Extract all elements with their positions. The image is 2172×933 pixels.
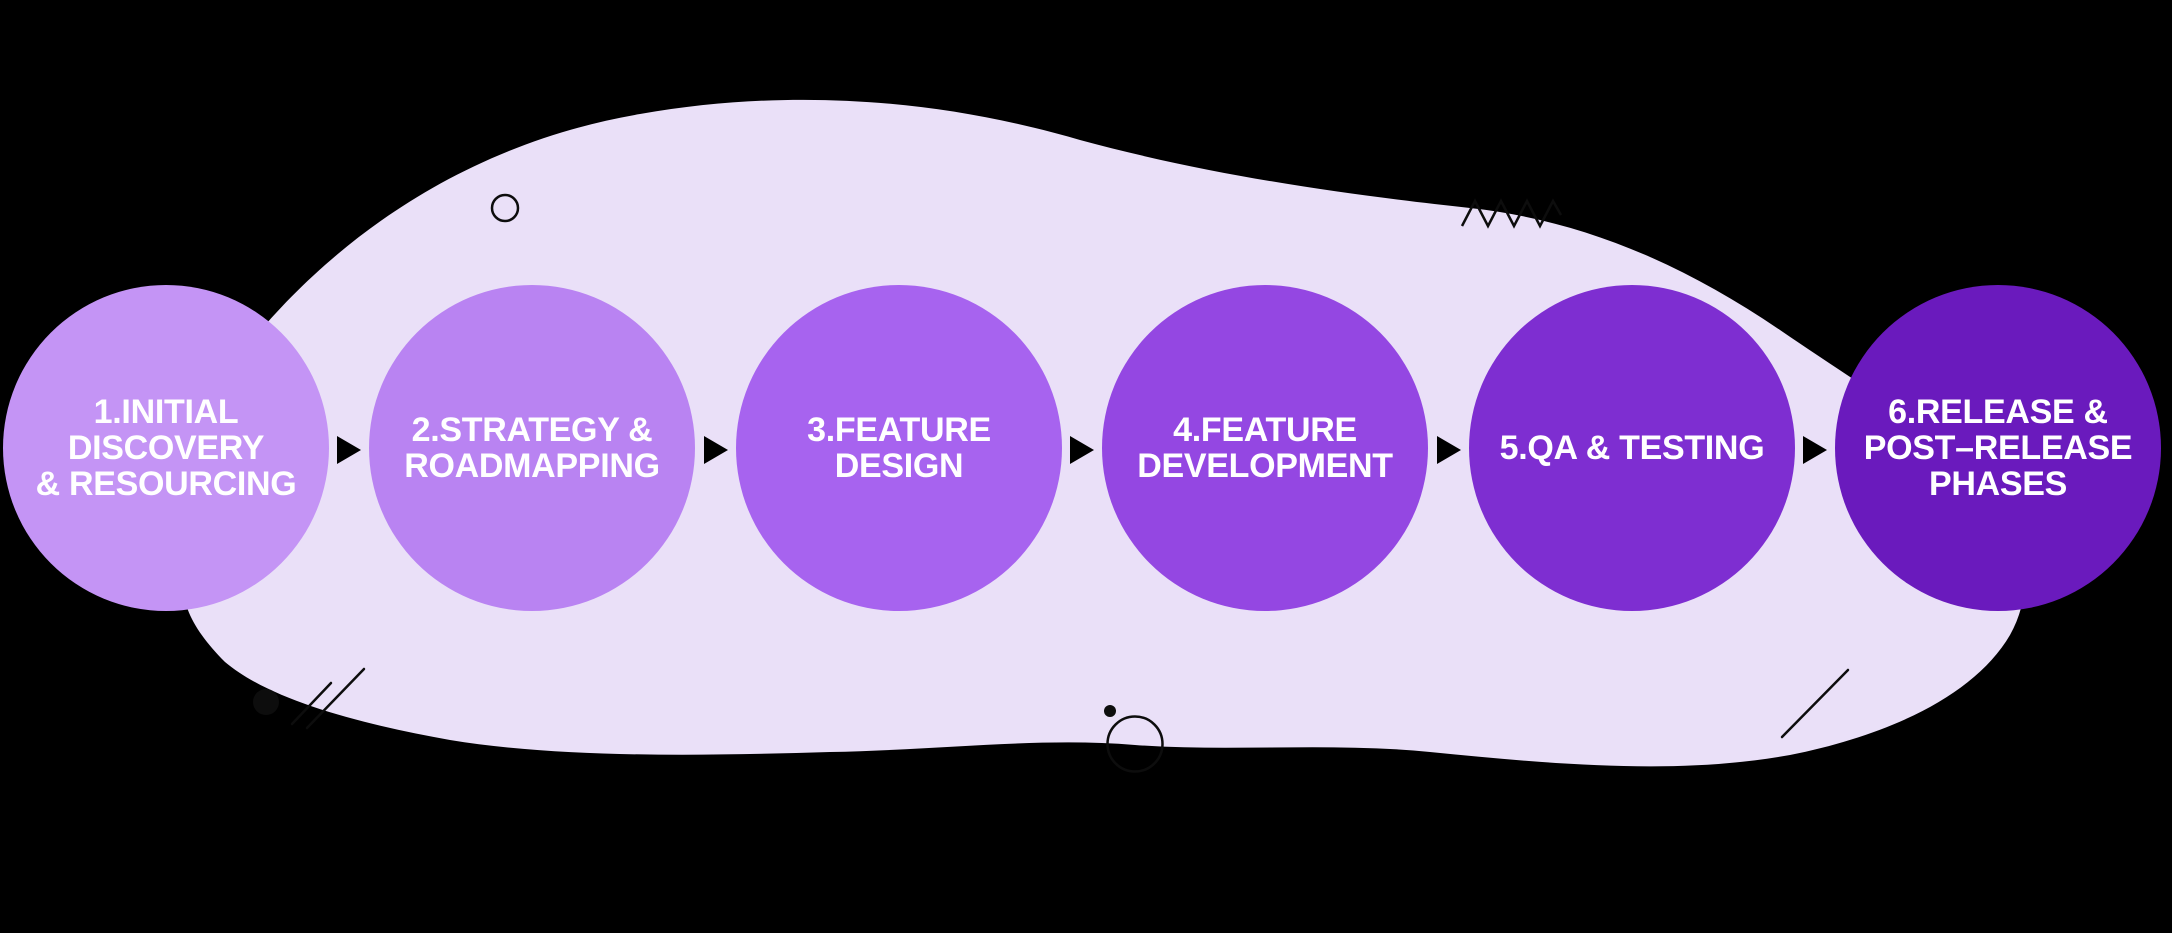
step-circle-1-initial-discovery: 1.INITIAL DISCOVERY & RESOURCING: [3, 285, 329, 611]
step-label-1: 1.INITIAL DISCOVERY & RESOURCING: [35, 393, 297, 503]
step-circle-2-strategy-roadmapping: 2.STRATEGY & ROADMAPPING: [369, 285, 695, 611]
doodle-circle-outline: [490, 193, 520, 223]
blob-background: [177, 99, 2025, 767]
doodle-half-circle-outline: [1106, 715, 1164, 773]
step-label-5: 5.QA & TESTING: [1499, 429, 1765, 467]
step-circle-5-qa-testing: 5.QA & TESTING: [1469, 285, 1795, 611]
doodle-double-slash: [290, 667, 366, 730]
step-label-4: 4.FEATURE DEVELOPMENT: [1137, 411, 1393, 485]
doodle-slash: [1780, 668, 1850, 739]
step-label-2: 2.STRATEGY & ROADMAPPING: [404, 411, 660, 485]
arrow-icon-1: [337, 436, 361, 464]
doodle-dot: [1104, 705, 1116, 717]
step-circle-6-release-post-release: 6.RELEASE & POST–RELEASE PHASES: [1835, 285, 2161, 611]
step-label-3: 3.FEATURE DESIGN: [807, 411, 991, 485]
doodle-bump: [253, 689, 279, 715]
doodle-zigzag: [1460, 198, 1563, 229]
arrow-icon-4: [1437, 436, 1461, 464]
step-circle-3-feature-design: 3.FEATURE DESIGN: [736, 285, 1062, 611]
arrow-icon-3: [1070, 436, 1094, 464]
arrow-icon-2: [704, 436, 728, 464]
step-label-6: 6.RELEASE & POST–RELEASE PHASES: [1863, 393, 2133, 503]
step-circle-4-feature-development: 4.FEATURE DEVELOPMENT: [1102, 285, 1428, 611]
arrow-icon-5: [1803, 436, 1827, 464]
